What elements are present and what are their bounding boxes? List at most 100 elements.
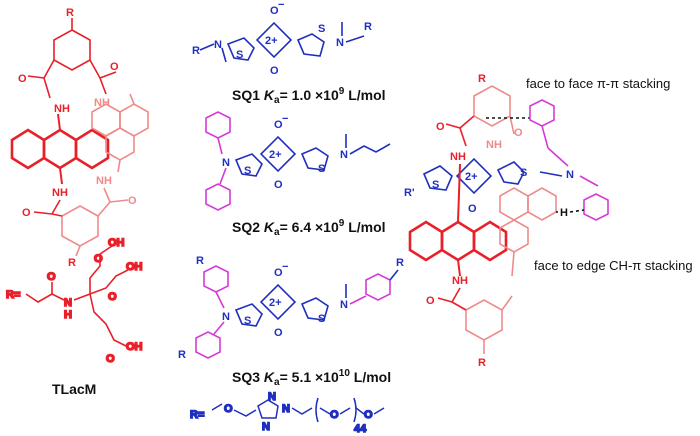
host-structure: R O NH O NH NH NH O [10, 7, 149, 269]
host-o2: O [110, 61, 119, 73]
sq2-ka-label: SQ2 Ka= 6.4 ×109 L/mol [232, 218, 386, 238]
host-r-bottom: R [68, 257, 76, 269]
annotation-face-to-edge: face to edge CH-π stacking [534, 258, 693, 273]
rsub-o-b: O [108, 291, 117, 303]
complex-magenta-benzene-top [529, 99, 555, 127]
complex-o3: O [426, 295, 435, 307]
host-nh3: NH [52, 187, 68, 199]
complex-top-benzene [473, 85, 511, 127]
sq1-s-right: S [318, 23, 325, 35]
complex-nh3: NH [452, 275, 468, 287]
host-o4: O [128, 195, 137, 207]
complex-s1: S [432, 179, 439, 191]
host-nh4: NH [96, 175, 112, 187]
rsub-h: H [64, 309, 72, 321]
sq1-n-left: N [214, 39, 222, 51]
peg-o3: O [364, 409, 373, 421]
complex-structure: R O NH O NH N S 2+ O S R' [404, 73, 609, 369]
sq1-core [255, 21, 293, 59]
sq1-n-right: N [336, 37, 344, 49]
host-top-benzene [53, 29, 91, 71]
host-name-label: TLacM [52, 381, 96, 397]
host-back-anthracene [91, 103, 149, 161]
complex-back-anthracene [499, 187, 557, 253]
sq2-minus-top: − [282, 113, 288, 125]
host-r-top: R [66, 7, 74, 19]
complex-o-minus: O [468, 203, 477, 215]
complex-core-charge: 2+ [465, 171, 478, 183]
peg-r-label: R= [190, 409, 204, 421]
peg-o2: O [330, 409, 339, 421]
complex-thiophene-right [496, 161, 525, 185]
sq1-core-charge: 2+ [265, 35, 278, 47]
sq3-benzyl-bottom [195, 331, 221, 359]
sq3-core [259, 283, 297, 321]
host-r-substituent: R= O N H OH O OH O OH O [5, 236, 143, 366]
complex-r-top: R [478, 73, 486, 85]
rsub-oh2: OH [126, 261, 143, 273]
sq2-thiophene-right [300, 147, 329, 171]
complex-s2: S [520, 167, 527, 179]
host-r-label: R= [6, 289, 20, 301]
sq2-core [259, 135, 297, 173]
sq2-s-left: S [244, 165, 251, 177]
sq3-thiophene-left [234, 303, 263, 327]
sq2-o-bottom: O [274, 179, 283, 191]
sq3-ka-label: SQ3 Ka= 5.1 ×1010 L/mol [232, 368, 391, 388]
host-nh1: NH [54, 103, 70, 115]
host-o1: O [18, 73, 27, 85]
sq3-s-right: S [318, 313, 325, 325]
sq1-thiophene-right [296, 33, 325, 57]
sq3-minus-top: − [282, 261, 288, 273]
sq1-minus-top: − [278, 0, 284, 11]
rsub-o-a: O [94, 253, 103, 265]
sq3-thiophene-right [300, 297, 329, 321]
sq3-o-bottom: O [274, 327, 283, 339]
sq3-benzyl-top [203, 265, 229, 293]
ch-pi-dotted-line [569, 209, 585, 213]
sq2-thiophene-left [234, 153, 263, 177]
rsub-o-c: O [106, 353, 115, 365]
peg-n1: N [268, 391, 276, 403]
rsub-n: N [64, 297, 72, 309]
sq1-o-top: O [270, 5, 279, 17]
sq2-benzyl-top [205, 111, 231, 139]
sq2-structure: N S 2+ O − O S N [205, 111, 391, 211]
sq3-s-left: S [244, 315, 251, 327]
host-nh2: NH [94, 97, 110, 109]
host-o3: O [22, 207, 31, 219]
complex-squaraine-core [455, 157, 493, 195]
sq1-s-left: S [236, 49, 243, 61]
complex-magenta-benzene-bottom [583, 193, 609, 221]
complex-o1: O [436, 121, 445, 133]
sq3-r-bottom-left: R [178, 349, 186, 361]
annotation-face-to-face: face to face π-π stacking [526, 76, 670, 91]
peg-repeat: 44 [354, 423, 367, 435]
sq2-benzyl-bottom [205, 183, 231, 211]
sq1-r-right: R [364, 21, 372, 33]
sq2-n-right: N [340, 149, 348, 161]
rsub-o-amide: O [47, 271, 56, 283]
complex-bottom-benzene [465, 299, 503, 341]
peg-triazole [257, 399, 279, 419]
sq3-r-right: R [396, 257, 404, 269]
peg-r-definition: R= O N N N O 44 O [189, 390, 385, 436]
sq2-s-right: S [318, 163, 325, 175]
sq3-n-left: N [222, 311, 230, 323]
sq3-core-charge: 2+ [269, 297, 282, 309]
sq1-o-bottom: O [270, 65, 279, 77]
complex-nh2: NH [486, 139, 502, 151]
complex-h: H [560, 207, 568, 219]
peg-o1: O [224, 403, 233, 415]
complex-n: N [566, 169, 574, 181]
host-bottom-benzene [61, 205, 99, 247]
host-front-anthracene [10, 128, 110, 170]
rsub-oh1: OH [108, 237, 125, 249]
peg-n3: N [262, 421, 270, 433]
sq1-r-left: R [192, 45, 200, 57]
sq3-structure: R N R S 2+ O − O S N R [178, 255, 404, 361]
peg-n2: N [282, 403, 290, 415]
complex-thiophene-left [422, 165, 453, 191]
